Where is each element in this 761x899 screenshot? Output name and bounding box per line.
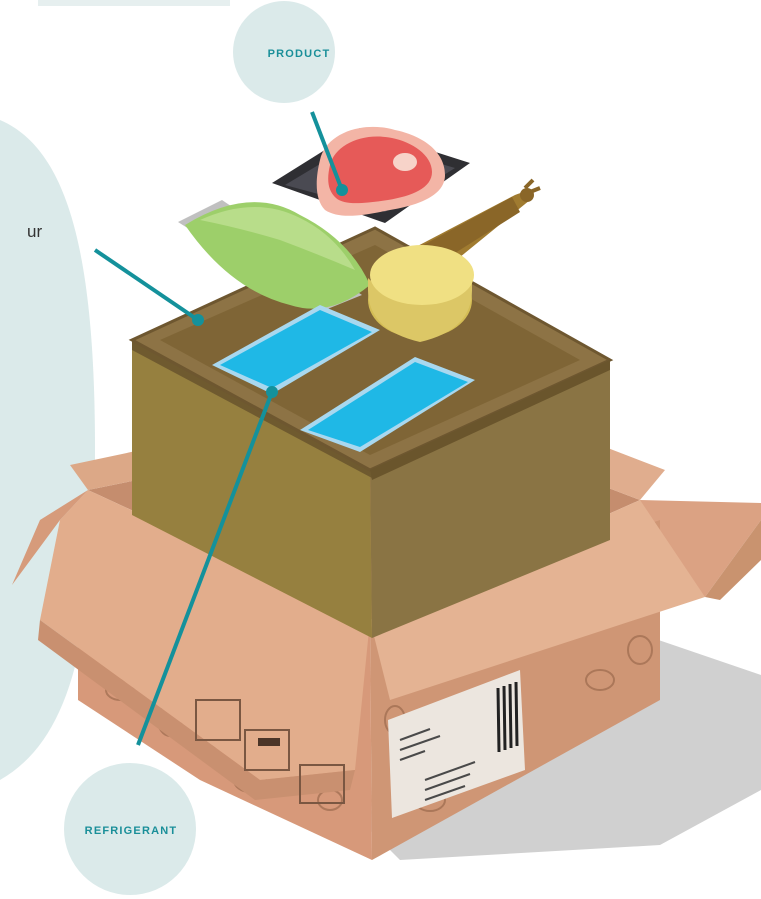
refrigerant-leader-dot [266, 386, 278, 398]
insulation-leader-dot [192, 314, 204, 326]
steak-tray-icon [272, 127, 470, 223]
product-callout-label: PRODUCT [268, 48, 331, 60]
top-left-bar [38, 0, 230, 6]
product-leader-dot [336, 184, 348, 196]
product-callout: PRODUCT [233, 1, 335, 103]
green-pouch-icon [178, 200, 370, 312]
refrigerant-callout-label: REFRIGERANT [85, 825, 178, 837]
refrigerant-callout: REFRIGERANT [64, 763, 196, 895]
insulation-callout-cut-text: ur [27, 222, 42, 241]
insulation-leader-line [95, 250, 198, 320]
